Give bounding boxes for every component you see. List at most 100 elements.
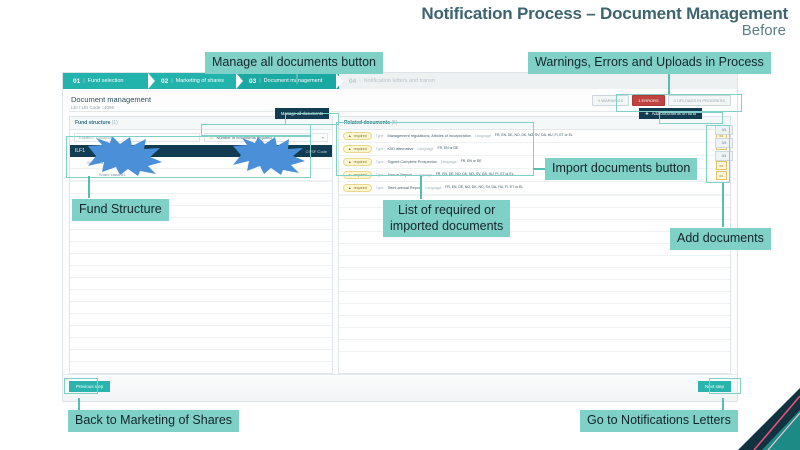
documents-required-filter[interactable]: ⚠ Number of documents required xyxy=(204,133,328,142)
document-row[interactable]: ▲required Type KIID alternative Language… xyxy=(339,143,730,156)
badge-uploads-in-progress[interactable]: 0 UPLOADS IN PROGRESS xyxy=(667,95,731,106)
table-filler-row xyxy=(339,255,730,267)
status-badges-group: 0 WARNINGS 1 ERRORS 0 UPLOADS IN PROGRES… xyxy=(592,95,731,106)
fund-structure-count: (1) xyxy=(111,120,118,126)
table-filler-row xyxy=(70,277,332,289)
badge-errors[interactable]: 1 ERRORS xyxy=(632,95,665,106)
table-filler-row xyxy=(70,289,332,301)
step-02-number: 02 xyxy=(161,77,169,85)
step-04-number: 04 xyxy=(349,77,357,85)
highlight-fund-tree xyxy=(66,136,311,178)
table-filler-row xyxy=(339,327,730,339)
highlight-status-rail xyxy=(706,125,730,183)
decorative-corner-graphic xyxy=(738,388,800,450)
status-badge: ▲required xyxy=(343,132,372,140)
connector-import-documents xyxy=(533,168,545,170)
highlight-add-documents-button xyxy=(659,112,723,124)
type-label: Type xyxy=(375,147,384,151)
highlight-document-list xyxy=(336,122,534,176)
step-03-document-management[interactable]: 03|Document management xyxy=(239,73,339,89)
rail-chip[interactable]: 0/4 xyxy=(715,138,733,148)
document-row[interactable]: ▲required Type Semi-annual Report Langua… xyxy=(339,182,730,195)
table-filler-row xyxy=(70,241,332,253)
callout-import-documents: Import documents button xyxy=(545,158,698,180)
table-filler-row xyxy=(70,325,332,337)
document-type: Management regulations, Articles of inco… xyxy=(387,134,471,138)
step-01-number: 01 xyxy=(73,77,81,85)
process-stepper: 01|Fund selection 02|Marketing of shares… xyxy=(63,73,737,89)
language-label: Language xyxy=(417,147,434,151)
row-status-chip: 0/1 xyxy=(716,161,727,170)
document-languages: FR, EN, DE, NO, DK, NO, SV, DA, HU, FI, … xyxy=(435,172,514,177)
document-languages: FR, EN, DE, NO, DK, NO, SV, DA, HU, FI, … xyxy=(445,185,524,190)
page-subtitle: LEI / LEI Code : 4096 xyxy=(71,105,115,110)
callout-forward-navigation: Go to Notifications Letters xyxy=(580,410,738,432)
table-filler-row xyxy=(339,219,730,231)
type-label: Type xyxy=(375,186,384,190)
status-badge-label: required xyxy=(353,134,367,138)
row-status-chip: 0/1 xyxy=(716,171,727,180)
connector-back-navigation xyxy=(78,398,80,410)
language-label: Language xyxy=(474,134,491,138)
redaction-blob-right xyxy=(233,137,305,175)
stepper-notch-1 xyxy=(148,73,155,89)
alert-icon: ▲ xyxy=(348,160,352,164)
connector-add-documents xyxy=(722,183,724,227)
documents-required-filter-value: Number of documents required xyxy=(216,135,272,140)
redaction-blob-left xyxy=(88,136,162,176)
document-type: Semi-annual Report xyxy=(387,186,422,190)
connector-fund-structure xyxy=(88,176,90,198)
page-title: Document management xyxy=(71,95,152,104)
header-divider xyxy=(69,111,731,112)
status-badge: ▲required xyxy=(343,145,372,153)
table-filler-row xyxy=(339,195,730,207)
slide-subtitle: Before xyxy=(741,22,786,39)
add-documents-on-fund-label: Add documents on fund xyxy=(651,111,696,116)
table-filler-row xyxy=(339,339,730,351)
related-documents-count: (5) xyxy=(391,120,398,126)
table-filler-row xyxy=(70,193,332,205)
step-03-number: 03 xyxy=(249,77,257,85)
type-label: Type xyxy=(375,134,384,138)
related-documents-title-text: Related documents xyxy=(344,120,391,126)
document-type: Signed Complete Prospectus xyxy=(387,160,437,164)
stepper-notch-2 xyxy=(236,73,243,89)
table-filler-row xyxy=(70,361,332,373)
next-step-button[interactable]: Next step xyxy=(697,381,731,392)
step-04-label: Notification letters and transmission xyxy=(363,78,435,84)
callout-fund-structure: Fund Structure xyxy=(72,199,169,221)
connector-forward-navigation xyxy=(722,398,724,410)
step-02-marketing-of-shares[interactable]: 02|Marketing of shares xyxy=(151,73,239,89)
status-badge-label: required xyxy=(353,186,367,190)
add-documents-on-fund-button[interactable]: ✚ Add documents on fund xyxy=(639,108,702,119)
table-filler-row xyxy=(70,205,332,217)
related-documents-title: Related documents (5) xyxy=(339,117,730,130)
highlight-previous-step xyxy=(64,378,98,394)
table-filler-row xyxy=(70,313,332,325)
status-badge-label: required xyxy=(353,147,367,151)
step-03-label: Document management xyxy=(263,78,323,84)
warning-icon: ⚠ xyxy=(209,134,214,141)
expand-collapse-input[interactable]: Expand / Collapse xyxy=(74,133,200,142)
rail-chip[interactable]: 0/4 xyxy=(715,151,733,161)
table-filler-row xyxy=(70,181,332,193)
fund-tree-row-shareclass[interactable]: Share class A1 xyxy=(70,169,332,181)
badge-warnings[interactable]: 0 WARNINGS xyxy=(592,95,630,106)
highlight-status-badges xyxy=(616,94,742,112)
table-filler-row xyxy=(70,265,332,277)
status-badge: ▲required xyxy=(343,158,372,166)
document-type: KIID alternative xyxy=(387,147,414,151)
type-label: Type xyxy=(375,160,384,164)
document-languages: FR, EN or DE xyxy=(460,159,482,164)
page-header: Document management LEI / LEI Code : 409… xyxy=(63,89,737,111)
connector-document-list xyxy=(420,176,422,199)
fund-structure-toolbar: Expand / Collapse ⚠ Number of documents … xyxy=(70,130,332,145)
step-04-notification-letters[interactable]: 04|Notification letters and transmission xyxy=(339,73,435,89)
previous-step-button[interactable]: Previous step xyxy=(69,381,111,392)
table-filler-row xyxy=(70,229,332,241)
table-filler-row xyxy=(70,217,332,229)
step-01-fund-selection[interactable]: 01|Fund selection xyxy=(63,73,151,89)
stepper-notch-3 xyxy=(336,73,343,89)
table-filler-row xyxy=(70,301,332,313)
table-filler-row xyxy=(339,231,730,243)
